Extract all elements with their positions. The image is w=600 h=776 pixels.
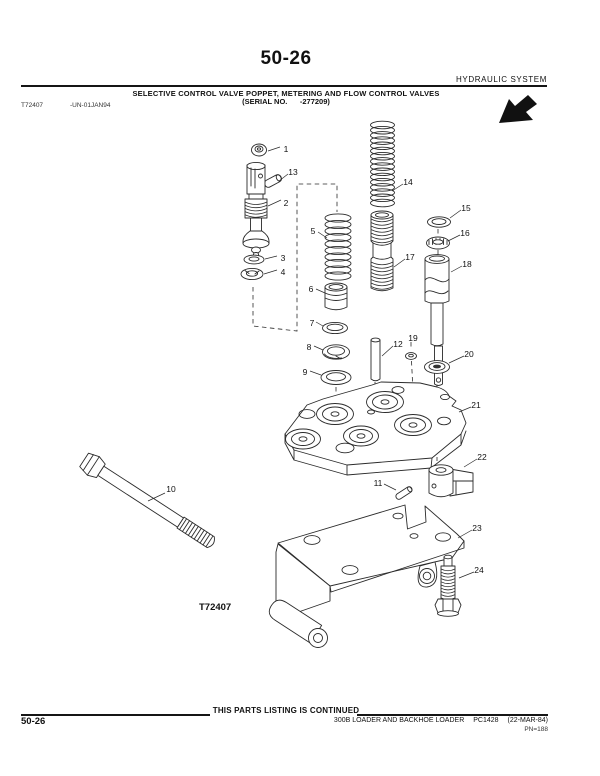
- part-19-nut: [405, 352, 417, 360]
- callout-numbers: 1 2 3 4 5 6 7 8 9 10 11 12 13 14 15 16 1…: [166, 144, 487, 575]
- part-17-metering-valve: [370, 210, 394, 292]
- part-15-oring: [427, 216, 451, 228]
- part-11-pin: [395, 486, 413, 500]
- callout-16: 16: [460, 228, 470, 238]
- callout-6: 6: [309, 284, 314, 294]
- callout-18: 18: [462, 259, 472, 269]
- callout-24: 24: [474, 565, 484, 575]
- callout-2: 2: [284, 198, 289, 208]
- callout-9: 9: [303, 367, 308, 377]
- callout-7: 7: [310, 318, 315, 328]
- image-reference: T72407: [21, 102, 44, 109]
- part-1-nut: [251, 143, 267, 157]
- footer-rule-left: [21, 714, 210, 716]
- callout-1: 1: [284, 144, 289, 154]
- callout-22: 22: [477, 452, 487, 462]
- part-10-bolt: [79, 452, 215, 549]
- figure-id-label: T72407: [199, 602, 231, 613]
- footer-rule-right: [357, 714, 548, 716]
- header-rule: [21, 85, 547, 87]
- part-7-ring: [322, 321, 348, 335]
- callout-5: 5: [311, 226, 316, 236]
- page-number-bottom: 50-26: [21, 716, 46, 727]
- image-reference-date: -UN-01JAN94: [70, 102, 111, 109]
- part-13-pin: [264, 174, 282, 188]
- figure-title: SELECTIVE CONTROL VALVE POPPET, METERING…: [132, 89, 440, 98]
- part-20-washer: [424, 360, 450, 374]
- callout-15: 15: [461, 203, 471, 213]
- page-turn-arrow-icon: [499, 95, 537, 123]
- callout-14: 14: [403, 177, 413, 187]
- plate-bosses: [285, 391, 432, 450]
- part-18-spool: [424, 254, 450, 386]
- part-5-spring: [324, 213, 352, 281]
- part-21-valve-plate: [284, 381, 467, 476]
- part-24-bolt: [434, 554, 462, 617]
- callout-21: 21: [471, 400, 481, 410]
- callout-19: 19: [408, 333, 418, 343]
- callout-leader-lines: [147, 146, 478, 579]
- part-6-sleeve: [324, 282, 348, 311]
- callout-4: 4: [281, 267, 286, 277]
- continued-note: THIS PARTS LISTING IS CONTINUED: [212, 706, 360, 715]
- callout-11: 11: [374, 478, 383, 488]
- print-note: PN=188: [524, 726, 548, 733]
- section-title: HYDRAULIC SYSTEM: [456, 75, 547, 84]
- part-4-washer: [240, 267, 264, 281]
- part-14-spring: [370, 120, 395, 208]
- callout-8: 8: [307, 342, 312, 352]
- footer-publication-line: 300B LOADER AND BACKHOE LOADER PC1428 (22-…: [325, 717, 548, 724]
- publication-date: (22-MAR-84): [507, 717, 548, 724]
- catalog-number: PC1428: [473, 717, 499, 724]
- part-23-bracket: [268, 504, 465, 648]
- part-3-washer: [243, 254, 265, 265]
- model-name: 300B LOADER AND BACKHOE LOADER: [333, 717, 465, 724]
- part-9-ring: [320, 370, 352, 385]
- part-16-nut: [426, 236, 450, 250]
- part-2-valve-assembly: [242, 161, 270, 257]
- callout-3: 3: [281, 253, 286, 263]
- callout-13: 13: [288, 167, 298, 177]
- part-12-pin: [370, 337, 381, 382]
- serial-number-line: (SERIAL NO. -277209): [242, 97, 330, 106]
- page-number-top: 50-26: [260, 48, 312, 69]
- callout-20: 20: [464, 349, 474, 359]
- part-22-clamp: [428, 464, 474, 498]
- plate-holes: [298, 386, 451, 454]
- callout-12: 12: [393, 339, 403, 349]
- callout-23: 23: [472, 523, 482, 533]
- callout-10: 10: [166, 484, 176, 494]
- part-8-retaining-ring: [322, 344, 350, 360]
- callout-17: 17: [405, 252, 415, 262]
